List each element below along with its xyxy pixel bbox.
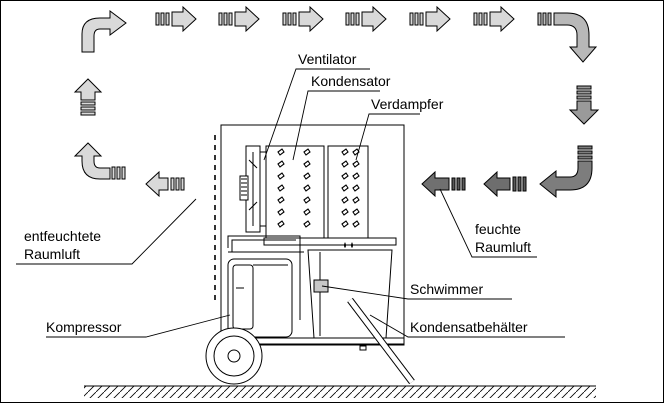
label-verdampfer: Verdampfer [371,96,444,112]
label-kondensatbehaelter: Kondensatbehälter [410,319,528,335]
label-ventilator: Ventilator [298,51,357,67]
condensate-tank [307,249,393,339]
airflow-arrow [218,5,260,33]
airflow-arrow [409,5,451,33]
condenser [265,145,325,239]
float-icon [313,279,329,293]
airflow-arrow [568,100,600,125]
drip-tray [263,237,397,246]
label-feuchte-line2: Raumluft [475,239,531,255]
curved-arrow [81,10,127,53]
fan-icon [239,145,267,233]
airflow-arrow [73,78,103,101]
curved-arrow [553,12,598,63]
evaporator [327,145,369,239]
leader-lines [16,68,565,338]
label-entfeuchtete-line1: entfeuchtete [24,228,101,244]
airflow-loop [73,5,600,199]
airflow-arrow [473,5,515,33]
airflow-arrow [282,5,324,33]
curved-arrow [539,160,593,199]
wheel-icon [205,327,263,385]
airflow-arrow [155,5,197,33]
dehumidifier-unit [205,124,415,385]
airflow-arrow [145,170,169,198]
floor [84,385,596,398]
label-kondensator: Kondensator [311,73,391,89]
label-kompressor: Kompressor [46,319,122,335]
airflow-arrow [483,170,511,198]
airflow-arrow [421,170,450,198]
curved-arrow [73,142,111,180]
airflow-arrow [345,5,387,33]
label-entfeuchtete-line2: Raumluft [24,246,80,262]
label-feuchte-line1: feuchte [475,221,521,237]
handle-rod [347,297,415,385]
label-schwimmer: Schwimmer [410,281,483,297]
